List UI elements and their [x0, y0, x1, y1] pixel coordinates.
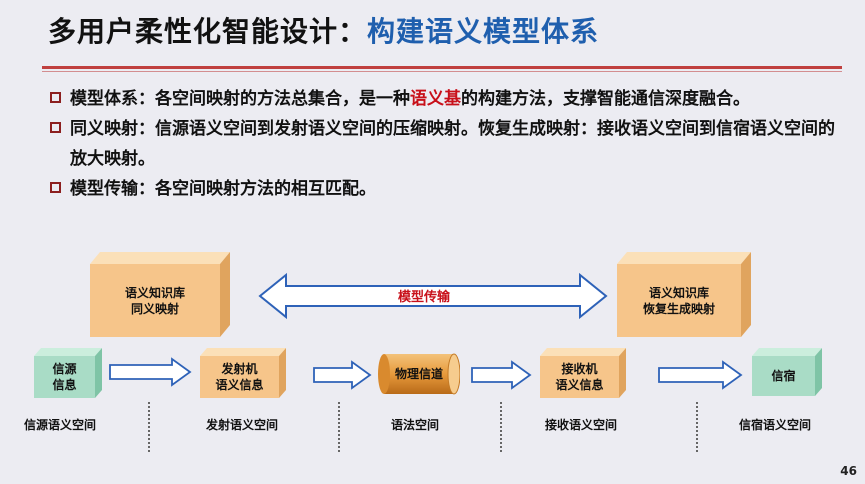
kb-right-line1: 语义知识库 [649, 286, 709, 300]
kb-right-line2: 恢复生成映射 [643, 302, 715, 316]
space-label-transmit: 发射语义空间 [206, 416, 278, 433]
flow-arrow [108, 357, 192, 387]
receiver-line1: 接收机 [561, 362, 597, 376]
source-line2: 信息 [52, 378, 76, 392]
space-divider [696, 402, 698, 452]
physical-channel-cylinder: 物理信道 [378, 352, 460, 396]
space-divider [338, 402, 340, 452]
sink-label: 信宿 [771, 368, 795, 384]
transmitter-box: 发射机语义信息 [200, 348, 286, 398]
knowledge-base-right: 语义知识库恢复生成映射 [617, 252, 751, 337]
space-label-source: 信源语义空间 [24, 416, 96, 433]
transmitter-line1: 发射机 [221, 362, 257, 376]
space-divider [500, 402, 502, 452]
receiver-line2: 语义信息 [555, 378, 603, 392]
flow-arrow [312, 360, 372, 390]
flow-arrow [470, 360, 532, 390]
page-number: 46 [840, 464, 857, 478]
sink-box: 信宿 [752, 348, 822, 396]
space-label-receive: 接收语义空间 [545, 416, 617, 433]
space-label-sink: 信宿语义空间 [739, 416, 811, 433]
channel-label: 物理信道 [378, 365, 460, 382]
space-label-syntax: 语法空间 [391, 416, 439, 433]
space-divider [148, 402, 150, 452]
source-line1: 信源 [52, 362, 76, 376]
kb-left-line2: 同义映射 [131, 302, 179, 316]
flow-arrow [657, 360, 743, 390]
receiver-box: 接收机语义信息 [540, 348, 626, 398]
kb-left-line1: 语义知识库 [125, 286, 185, 300]
model-transfer-label: 模型传输 [398, 286, 450, 305]
transmitter-line2: 语义信息 [215, 378, 263, 392]
source-box: 信源信息 [34, 348, 102, 398]
knowledge-base-left: 语义知识库同义映射 [90, 252, 230, 337]
